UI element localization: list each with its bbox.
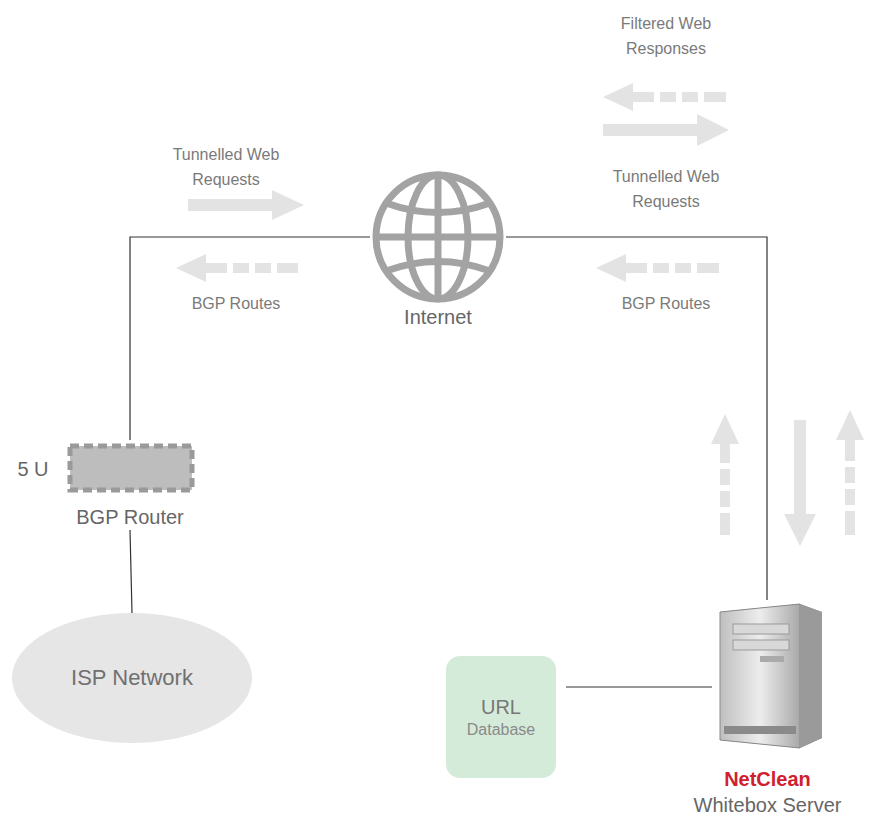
flow-arrow-dashed xyxy=(596,254,719,282)
flow-label: BGP Routes xyxy=(161,292,311,317)
node-text: Database xyxy=(467,720,536,741)
flow-arrow-dashed xyxy=(711,414,739,535)
flow-arrow xyxy=(603,114,729,146)
connector-line xyxy=(130,530,132,613)
server-node: NetCleanWhitebox Server xyxy=(685,600,850,818)
node-text: ISP Network xyxy=(71,664,193,693)
connector-line xyxy=(506,237,767,600)
connector-line xyxy=(566,686,712,687)
node-text: BGP Router xyxy=(76,504,183,530)
router-node: BGP Router xyxy=(55,440,205,530)
flow-label: Tunnelled Web Requests xyxy=(151,143,301,193)
flow-label: Tunnelled Web Requests xyxy=(591,165,741,215)
node-text: Whitebox Server xyxy=(694,792,842,818)
internet-node: Internet xyxy=(370,172,506,330)
flow-arrow-dashed xyxy=(176,254,298,282)
server-icon xyxy=(720,604,822,748)
network-cloud: ISP Network xyxy=(12,613,252,743)
flow-arrow-dashed xyxy=(836,410,864,535)
flow-arrow-dashed xyxy=(603,83,726,111)
flow-arrow xyxy=(784,420,816,546)
router-chip xyxy=(70,446,192,490)
node-text: Internet xyxy=(404,304,472,330)
unit-label: 5 U xyxy=(3,454,63,485)
flow-label: BGP Routes xyxy=(591,292,741,317)
connector-line xyxy=(130,237,370,440)
node-text: NetClean xyxy=(724,766,811,792)
globe-icon xyxy=(376,175,500,299)
flow-label: Filtered Web Responses xyxy=(591,12,741,62)
node-text: URL xyxy=(481,694,521,720)
database-box: URLDatabase xyxy=(446,656,556,778)
flow-arrow xyxy=(188,190,304,220)
